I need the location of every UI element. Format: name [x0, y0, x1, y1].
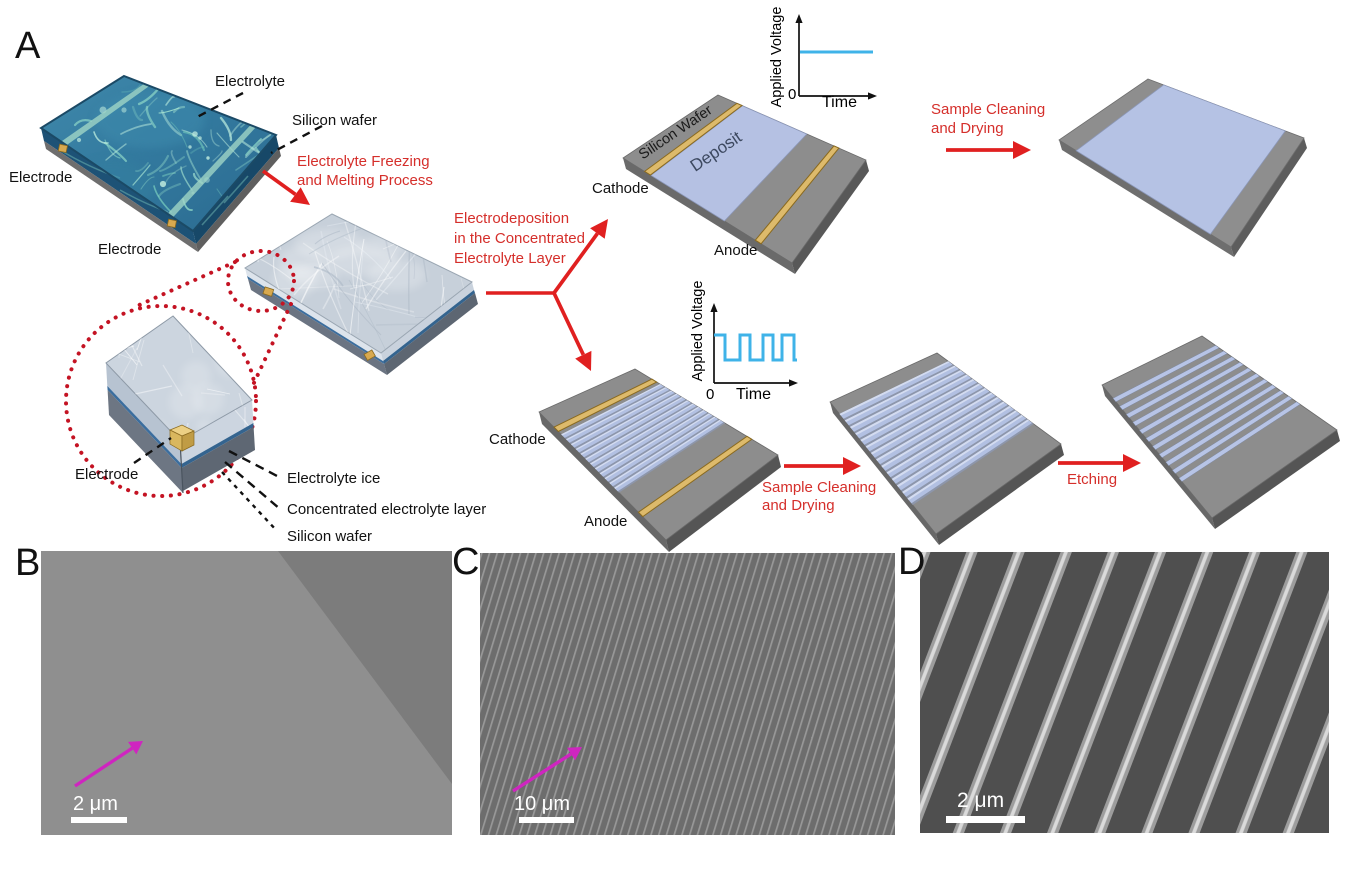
svg-text:in the Concentrated: in the Concentrated — [454, 230, 585, 247]
svg-text:Electrolyte: Electrolyte — [215, 73, 285, 90]
svg-text:and Drying: and Drying — [931, 120, 1004, 137]
svg-text:Anode: Anode — [714, 242, 757, 259]
svg-text:10 μm: 10 μm — [514, 793, 570, 815]
svg-text:0: 0 — [788, 86, 796, 103]
svg-text:Cathode: Cathode — [592, 180, 649, 197]
svg-text:Silicon wafer: Silicon wafer — [292, 112, 377, 129]
svg-text:and Melting Process: and Melting Process — [297, 172, 433, 189]
svg-text:Applied Voltage: Applied Voltage — [690, 281, 706, 382]
svg-text:Silicon wafer: Silicon wafer — [287, 528, 372, 545]
svg-text:Electrodeposition: Electrodeposition — [454, 210, 569, 227]
svg-text:Electrolyte Layer: Electrolyte Layer — [454, 250, 566, 267]
svg-text:Time: Time — [736, 386, 771, 403]
svg-text:Electrode: Electrode — [98, 241, 161, 258]
svg-text:and Drying: and Drying — [762, 497, 835, 514]
svg-text:D: D — [898, 541, 925, 583]
svg-text:B: B — [15, 542, 40, 584]
svg-text:Electrolyte Freezing: Electrolyte Freezing — [297, 153, 430, 170]
svg-text:Electrolyte ice: Electrolyte ice — [287, 470, 380, 487]
svg-text:Electrode: Electrode — [9, 169, 72, 186]
svg-text:Electrode: Electrode — [75, 466, 138, 483]
svg-text:Time: Time — [822, 94, 857, 111]
svg-text:0: 0 — [706, 386, 714, 403]
svg-text:A: A — [15, 25, 41, 67]
svg-text:Sample Cleaning: Sample Cleaning — [762, 479, 876, 496]
svg-text:Cathode: Cathode — [489, 431, 546, 448]
svg-text:Anode: Anode — [584, 513, 627, 530]
svg-text:C: C — [452, 541, 479, 583]
svg-text:Etching: Etching — [1067, 471, 1117, 488]
svg-text:2 μm: 2 μm — [73, 793, 118, 815]
svg-text:Sample Cleaning: Sample Cleaning — [931, 101, 1045, 118]
svg-text:Concentrated electrolyte layer: Concentrated electrolyte layer — [287, 501, 486, 518]
svg-text:Applied Voltage: Applied Voltage — [769, 7, 785, 108]
svg-text:2 μm: 2 μm — [957, 789, 1004, 812]
